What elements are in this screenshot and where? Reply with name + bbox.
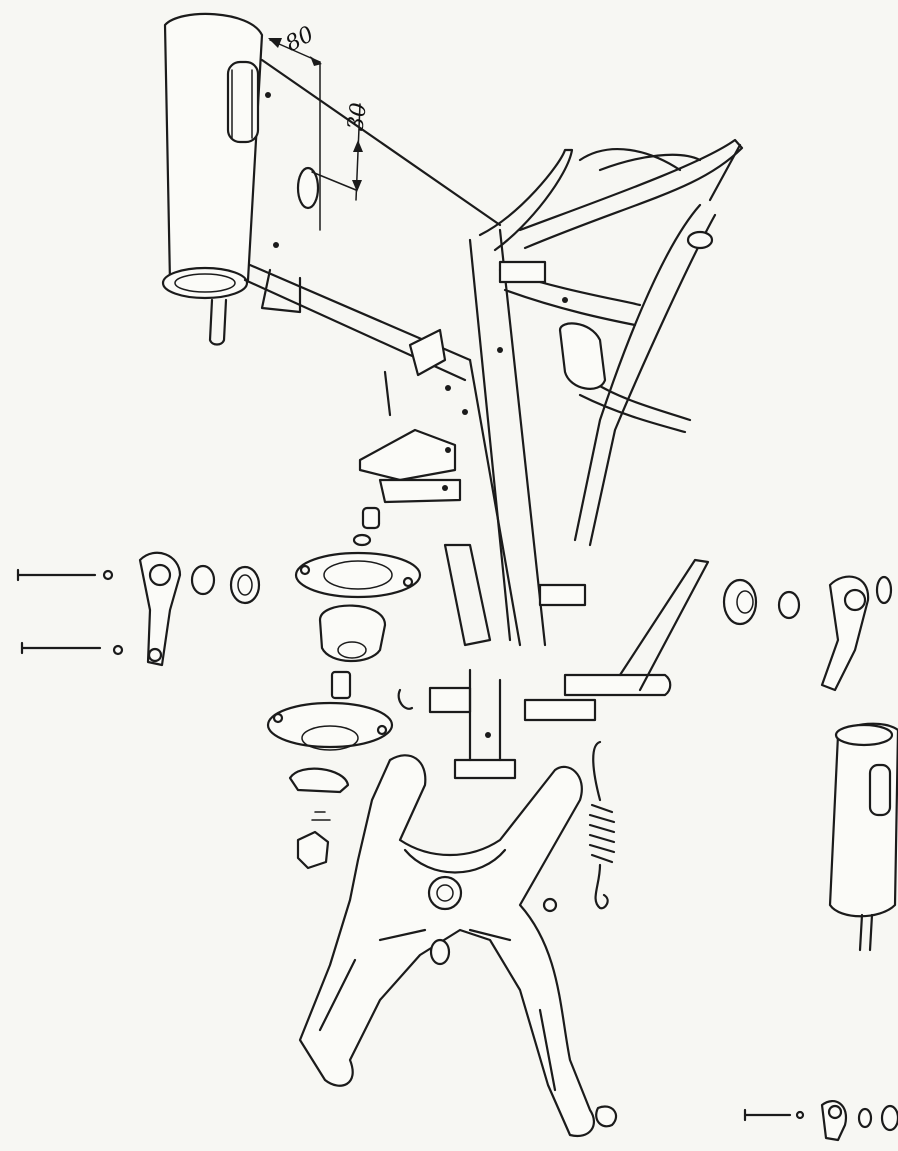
dimension-lines [268,38,363,231]
left-mount-hardware [16,551,261,667]
dimension-label-30: 30 [343,101,372,132]
swingarm [298,754,618,1138]
rubber-mount-stack [266,506,422,870]
dimension-label-80: 80 [282,22,318,57]
steering-head-tube [161,12,279,346]
return-spring [588,740,616,910]
engine-mount-brackets [358,328,462,504]
rear-seat-rails [478,138,744,547]
right-mount-hardware [722,575,893,692]
swingarm-pivot-tubes [428,543,710,780]
head-tube-spare [828,722,898,952]
bottom-right-hardware [743,1100,898,1142]
